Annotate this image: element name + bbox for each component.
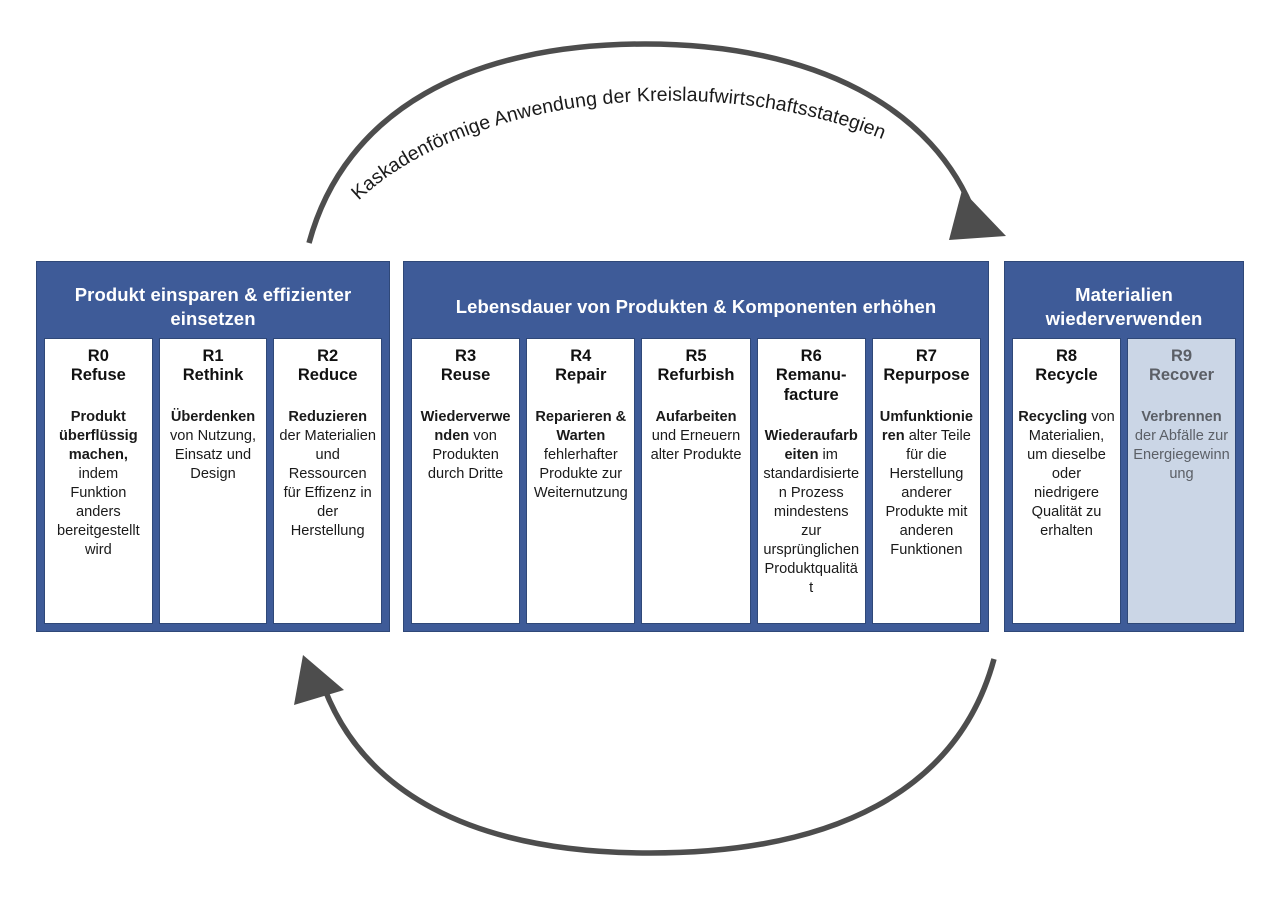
card-desc-rest: fehlerhafter Produkte zur Weiternutzung <box>533 446 628 501</box>
card-desc-lead: Produkt überflüssig machen, <box>59 408 138 463</box>
loop-arrow-bottom-path <box>317 658 997 856</box>
card-desc-lead: Reduzieren <box>288 408 368 425</box>
card-description: Überdenken von Nutzung, Einsatz und Desi… <box>165 408 262 484</box>
strategy-groups-row: Produkt einsparen & effizienter einsetze… <box>36 261 1244 632</box>
card-description: Wiederverwenden von Produkten durch Drit… <box>417 408 514 484</box>
group-lebensdauer-erhoehen: Lebensdauer von Produkten & Komponenten … <box>403 261 989 632</box>
loop-arrow-bottom <box>294 655 997 856</box>
card-desc-lead: Reparieren & Warten <box>535 408 627 444</box>
group-title: Lebensdauer von Produkten & Komponenten … <box>455 295 937 317</box>
card-desc-rest: der Abfälle zur Energiegewinnung <box>1133 427 1230 482</box>
loop-arrow-bottom-head <box>294 655 344 705</box>
card-desc-lead: Umfunktionieren <box>879 408 974 444</box>
group-produkt-einsparen: Produkt einsparen & effizienter einsetze… <box>36 261 390 632</box>
card-description: Recycling von Materialien, um dieselbe o… <box>1018 408 1115 541</box>
card-description: Umfunktionieren alter Teile für die Hers… <box>878 408 975 560</box>
card-desc-rest: alter Teile für die Herstellung anderer … <box>885 427 971 558</box>
cascade-arrow-top-path <box>306 41 978 244</box>
card-description: Verbrennen der Abfälle zur Energiegewinn… <box>1133 408 1230 484</box>
card-desc-lead: Recycling <box>1018 408 1088 425</box>
card-desc-rest: von Nutzung, Einsatz und Design <box>170 427 256 482</box>
card-desc-lead: Wiederaufarbeiten <box>764 428 858 464</box>
card-description: Aufarbeiten und Erneuern alter Produkte <box>647 408 744 465</box>
card-description: Wiederaufarbeiten im standardisierten Pr… <box>763 427 860 598</box>
card-desc-lead: Verbrennen <box>1141 408 1222 425</box>
cascade-arrow-top: Kaskadenförmige Anwendung der Kreislaufw… <box>306 41 1006 244</box>
card-description: Reparieren & Warten fehlerhafter Produkt… <box>532 408 629 503</box>
group-title: Produkt einsparen & effizienter einsetze… <box>74 283 352 329</box>
card-desc-rest: von Materialien, um dieselbe oder niedri… <box>1027 408 1115 539</box>
cascade-arrow-label-text: Kaskadenförmige Anwendung der Kreislaufw… <box>347 84 889 205</box>
card-desc-rest: der Materialien und Ressourcen für Effiz… <box>279 427 376 539</box>
card-desc-rest: von Produkten durch Dritte <box>427 427 504 482</box>
card-desc-rest: im standardisierten Prozess mindestens z… <box>763 447 860 597</box>
card-desc-lead: Wiederverwenden <box>420 408 511 444</box>
card-desc-lead: Überdenken <box>170 408 256 425</box>
card-desc-rest: und Erneuern alter Produkte <box>650 427 742 463</box>
cascade-arrow-top-head <box>949 190 1006 240</box>
group-title: Materialien wiederverwenden <box>1045 283 1203 329</box>
card-description: Reduzieren der Materialien und Ressource… <box>279 408 376 541</box>
card-desc-lead: Aufarbeiten <box>655 408 737 425</box>
card-description: Produkt überflüssig machen, indem Funkti… <box>50 408 147 560</box>
card-desc-rest: indem Funktion anders bereitgestellt wir… <box>56 465 140 558</box>
cascade-arrow-label: Kaskadenförmige Anwendung der Kreislaufw… <box>347 84 889 205</box>
